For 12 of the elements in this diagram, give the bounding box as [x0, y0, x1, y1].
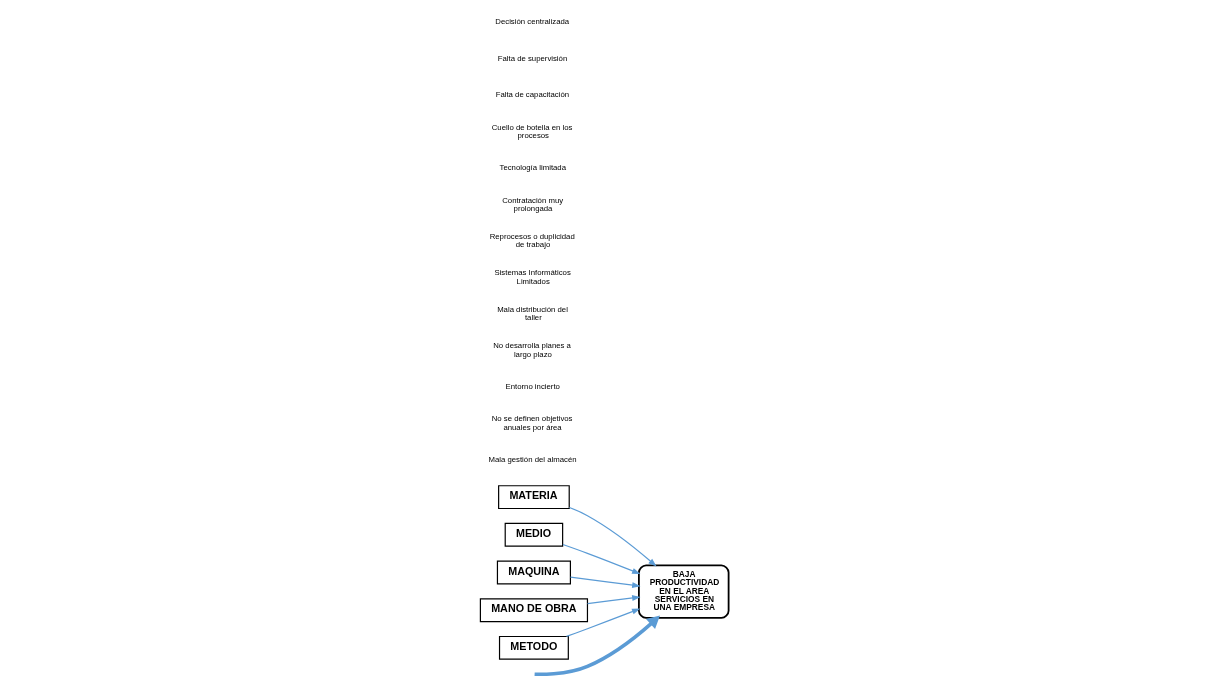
arrow	[562, 543, 641, 575]
node-box: MANO DE OBRA	[479, 598, 589, 623]
arrow	[565, 608, 641, 638]
arrow	[569, 576, 641, 588]
arrow	[534, 615, 660, 677]
node-box: MEDIO	[504, 522, 564, 547]
node-box: BAJA PRODUCTIVIDAD EN EL AREA SERVICIOS EN UNA EMPRESA	[638, 564, 730, 619]
arrow	[586, 595, 641, 605]
node-box: MATERIA	[498, 485, 570, 510]
node-box: METODO	[498, 635, 569, 660]
arrow	[568, 506, 657, 567]
node-box: MAQUINA	[496, 560, 571, 585]
